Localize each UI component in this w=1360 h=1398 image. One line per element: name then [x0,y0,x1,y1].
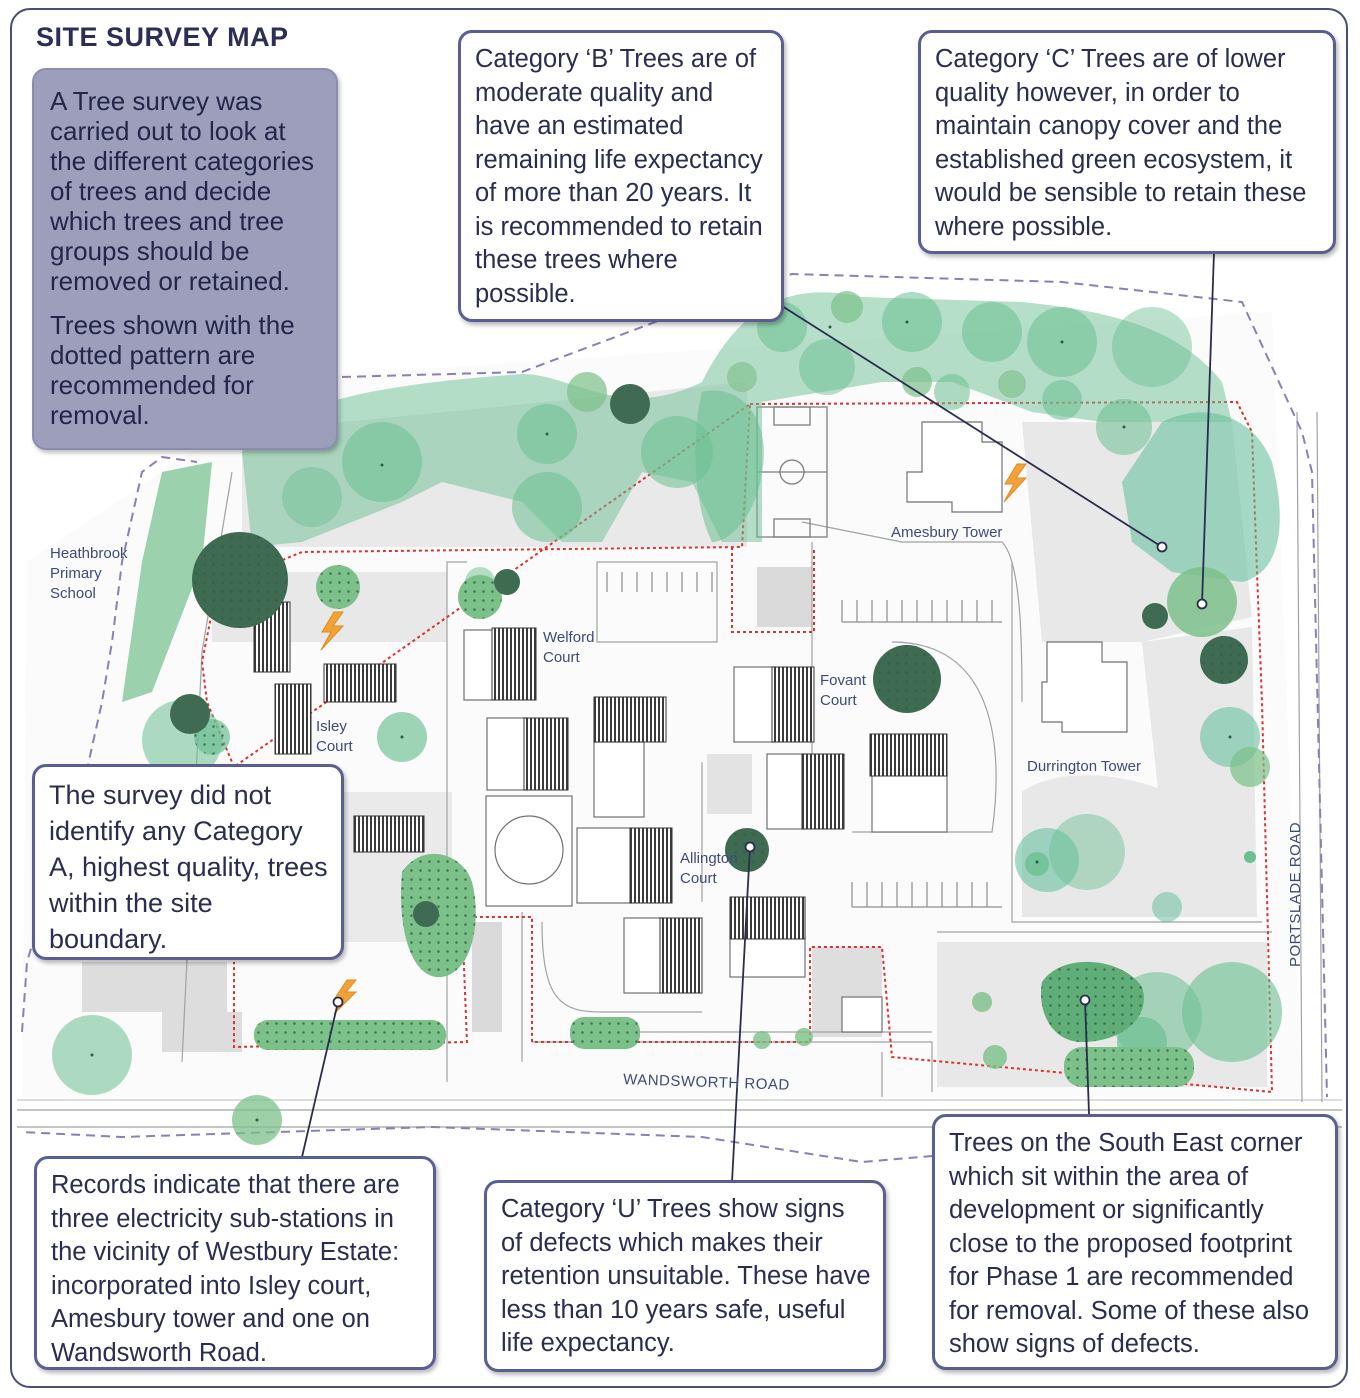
label-portslade-road: PORTSLADE ROAD [1287,822,1304,967]
callout-leader-ends [332,541,1208,1008]
category-a-callout: The survey did not identify any Category… [32,764,344,960]
label-heathbrook-3: School [50,585,96,602]
label-fovant-1: Fovant [820,672,867,689]
callout-leaders [301,251,1215,1183]
hatched-buildings [253,601,948,994]
label-amesbury: Amesbury Tower [891,524,1002,541]
label-welford-1: Welford [543,629,594,646]
category-a-text: The survey did not identify any Category… [49,780,328,954]
page-title: SITE SURVEY MAP [36,22,289,52]
category-c-text: Category ‘C’ Trees are of lower quality … [935,45,1307,241]
category-u-trees [170,384,1168,927]
category-c-callout: Category ‘C’ Trees are of lower quality … [918,30,1336,254]
label-isley-2: Court [316,738,354,755]
intro-paragraph-1: A Tree survey was carried out to look at… [50,86,315,296]
parking-bays [606,572,1002,908]
survey-map-frame: Heathbrook Primary School Welford Court … [10,8,1348,1388]
south-east-text: Trees on the South East corner which sit… [949,1129,1310,1358]
intro-panel: A Tree survey was carried out to look at… [32,68,338,450]
buildings [463,421,1128,1033]
category-b-callout: Category ‘B’ Trees are of moderate quali… [458,30,784,322]
category-b-text: Category ‘B’ Trees are of moderate quali… [475,45,763,308]
map-labels: Heathbrook Primary School Welford Court … [50,524,1304,1094]
category-u-callout: Category ‘U’ Trees show signs of defects… [484,1180,886,1372]
label-fovant-2: Court [820,692,858,709]
label-wandsworth-road: WANDSWORTH ROAD [623,1071,790,1094]
label-durrington: Durrington Tower [1027,758,1141,775]
substations-callout: Records indicate that there are three el… [34,1156,436,1370]
substations-text: Records indicate that there are three el… [51,1171,400,1367]
label-heathbrook-2: Primary [50,565,102,582]
lightning-icon [1003,463,1028,503]
intro-paragraph-2: Trees shown with the dotted pattern are … [50,310,295,430]
trees-for-removal [192,532,1248,1087]
label-welford-2: Court [543,649,581,666]
label-allington-1: Allington [680,850,738,867]
lightning-icon [320,611,345,651]
label-allington-2: Court [680,870,718,887]
label-isley-1: Isley [316,718,347,735]
south-east-callout: Trees on the South East corner which sit… [932,1114,1338,1370]
category-u-text: Category ‘U’ Trees show signs of defects… [501,1195,871,1357]
label-heathbrook-1: Heathbrook [50,545,128,562]
